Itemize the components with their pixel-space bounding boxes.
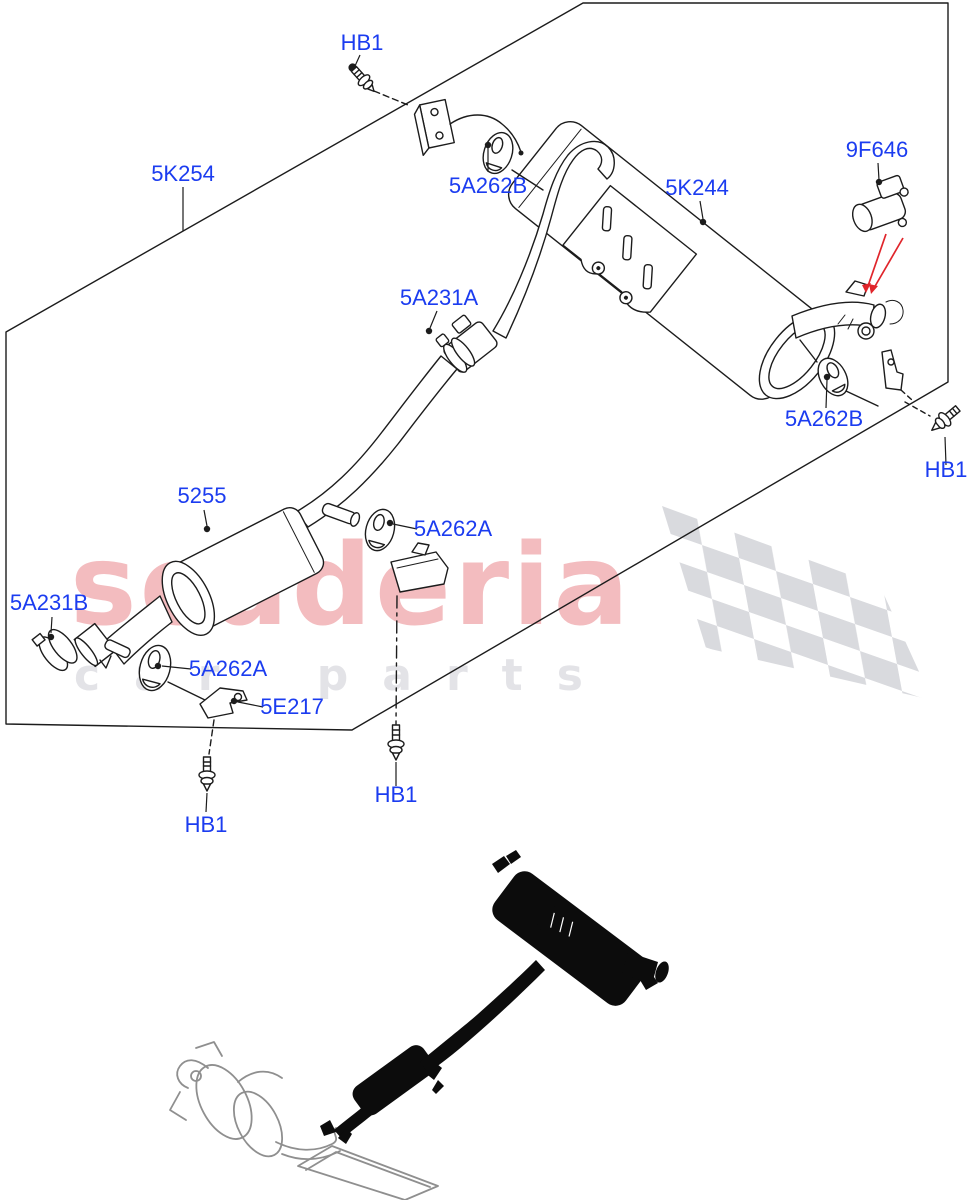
callout-5a231b[interactable]: 5A231B <box>10 590 88 615</box>
exhaust-line-art <box>31 63 961 792</box>
callout-5k254[interactable]: 5K254 <box>151 161 215 186</box>
callout-5e217[interactable]: 5E217 <box>260 694 324 719</box>
tail-pipe-valve <box>791 280 904 340</box>
leader-lines <box>47 54 947 813</box>
callout-5255[interactable]: 5255 <box>178 483 227 508</box>
callout-5a262a-front[interactable]: 5A262A <box>189 656 268 681</box>
thumbnail-overview <box>169 850 669 1200</box>
callout-labels: HB1 5K254 5A262B 5K244 9F646 5A231A 5A26… <box>10 30 968 837</box>
intermediate-pipe <box>295 355 458 528</box>
callout-9f646[interactable]: 9F646 <box>846 137 908 162</box>
valve-actuator <box>851 174 909 233</box>
top-hanger-chain <box>348 63 544 191</box>
front-clamp <box>31 628 78 672</box>
callout-5k244[interactable]: 5K244 <box>665 175 729 200</box>
callout-5a262b-top[interactable]: 5A262B <box>449 173 527 198</box>
thumbnail-rear-section <box>320 850 669 1144</box>
checkered-flag <box>662 506 932 700</box>
callout-5a262a-mid[interactable]: 5A262A <box>414 516 493 541</box>
mid-hanger-chain <box>321 502 449 761</box>
bolt-hb1-bottom-mid <box>387 724 405 761</box>
rear-muffler <box>507 120 824 400</box>
bolt-hb1-rear <box>931 405 961 431</box>
rear-hanger-chain <box>799 339 961 431</box>
callout-5a231a[interactable]: 5A231A <box>400 285 479 310</box>
callout-hb1-top[interactable]: HB1 <box>341 30 384 55</box>
callout-hb1-bottom-left[interactable]: HB1 <box>185 812 228 837</box>
centre-muffler <box>161 507 325 636</box>
actuator-arrows <box>862 233 904 294</box>
callout-5a262b-rear[interactable]: 5A262B <box>785 406 863 431</box>
callout-hb1-bottom-mid[interactable]: HB1 <box>375 782 418 807</box>
coupler-clamp <box>435 314 498 373</box>
bolt-hb1-bottom-left <box>198 756 216 792</box>
front-pipe-end <box>31 595 173 672</box>
rear-muffler-inlet-pipe <box>492 140 615 339</box>
callout-hb1-rear[interactable]: HB1 <box>925 457 968 482</box>
heat-shield-outline <box>5 2 949 731</box>
thumbnail-front-section <box>169 1041 439 1200</box>
